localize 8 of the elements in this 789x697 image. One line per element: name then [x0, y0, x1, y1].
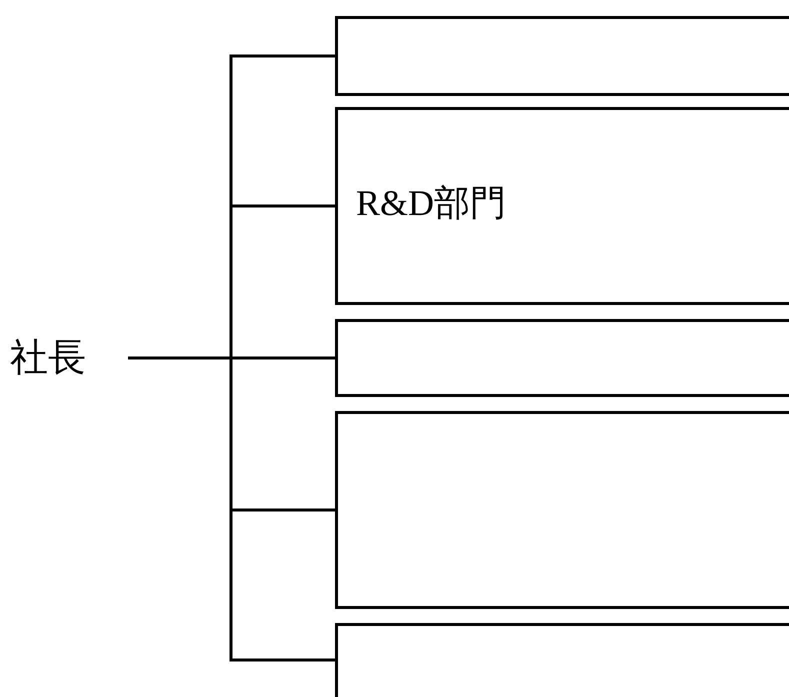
department-box	[335, 411, 789, 609]
node-label: 社長	[10, 338, 86, 376]
department-label: R&D部門	[356, 185, 506, 221]
department-box	[335, 623, 789, 697]
department-box	[335, 319, 789, 397]
connector-line	[128, 356, 335, 662]
department-box	[335, 16, 789, 96]
department-box	[335, 107, 789, 305]
